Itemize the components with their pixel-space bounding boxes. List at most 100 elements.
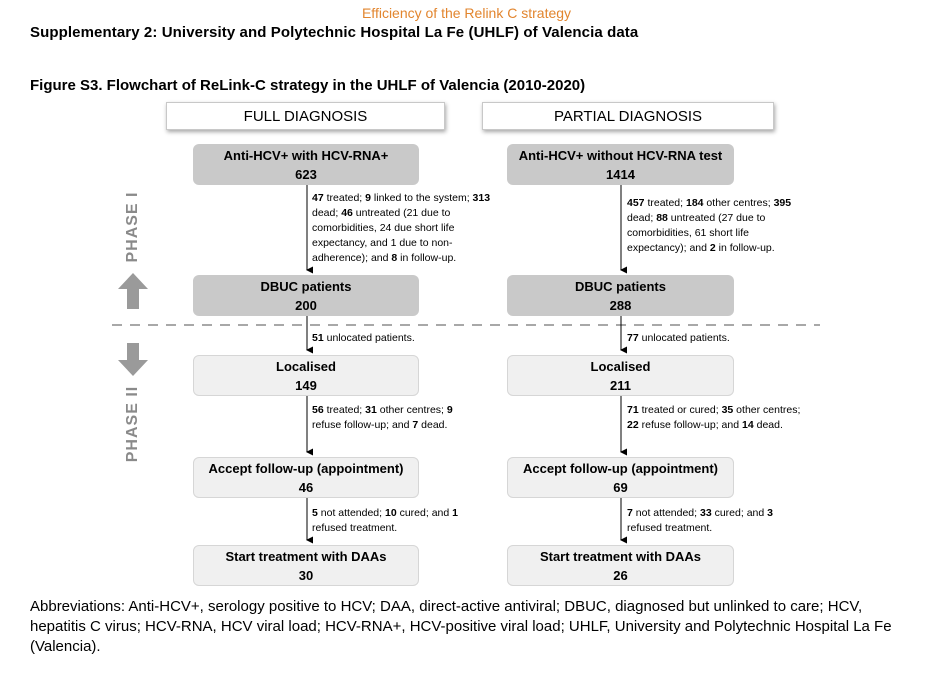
- partial-anti-hcv-node: Anti-HCV+ without HCV-RNA test 1414: [507, 144, 734, 185]
- note-text: unlocated patients.: [638, 332, 730, 344]
- note-count: 5: [312, 507, 318, 519]
- figure-title: Figure S3. Flowchart of ReLink-C strateg…: [30, 77, 586, 94]
- node-label: DBUC patients: [574, 278, 666, 294]
- note-text: refused treatment.: [312, 522, 398, 534]
- node-value: 26: [613, 567, 628, 583]
- node-value: 149: [295, 377, 317, 393]
- note-text: dead;: [627, 212, 657, 224]
- full-diagnosis-header: FULL DIAGNOSIS: [166, 102, 445, 130]
- node-label: Localised: [276, 358, 336, 374]
- note-text: cured; and: [396, 507, 453, 519]
- partial-start-treatment-node: Start treatment with DAAs 26: [507, 545, 734, 586]
- note-count: 184: [685, 197, 704, 209]
- full-anti-hcv-node: Anti-HCV+ with HCV-RNA+ 623: [193, 144, 419, 185]
- note-count: 3: [767, 507, 773, 519]
- node-label: Start treatment with DAAs: [539, 548, 702, 564]
- note-count: 313: [472, 192, 491, 204]
- node-value: 30: [298, 567, 314, 583]
- note-text: treated;: [323, 404, 366, 416]
- note-count: 10: [384, 507, 397, 519]
- node-label: Accept follow-up (appointment): [523, 460, 718, 476]
- note-count: 56: [312, 404, 324, 416]
- note-count: 33: [699, 507, 712, 519]
- note-count: 2: [709, 242, 716, 254]
- note-count: 71: [627, 404, 639, 416]
- full-note-3: 56 treated; 31 other centres; 9 refuse f…: [312, 403, 477, 433]
- note-text: not attended;: [632, 507, 700, 519]
- note-count: 35: [721, 404, 734, 416]
- node-label: Localised: [590, 358, 651, 374]
- note-text: untreated (21 due to comorbidities, 24 d…: [312, 207, 455, 264]
- note-count: 47: [312, 192, 324, 204]
- note-text: cured; and: [711, 507, 768, 519]
- note-text: not attended;: [317, 507, 385, 519]
- partial-note-2: 77 unlocated patients.: [627, 331, 797, 346]
- full-accept-followup-node: Accept follow-up (appointment) 46: [193, 457, 419, 498]
- note-text: dead.: [418, 419, 448, 431]
- full-start-treatment-node: Start treatment with DAAs 30: [193, 545, 419, 586]
- partial-accept-followup-node: Accept follow-up (appointment) 69: [507, 457, 734, 498]
- full-localised-node: Localised 149: [193, 355, 419, 396]
- node-label: DBUC patients: [260, 278, 352, 294]
- note-text: in follow-up.: [397, 252, 457, 264]
- note-text: other centres;: [376, 404, 447, 416]
- note-text: dead;: [312, 207, 342, 219]
- note-text: linked to the system;: [370, 192, 473, 204]
- phase-2-label: PHASE II: [124, 385, 141, 463]
- full-note-2: 51 unlocated patients.: [312, 331, 497, 346]
- node-label: Anti-HCV+ without HCV-RNA test: [518, 147, 723, 163]
- note-count: 31: [365, 404, 377, 416]
- node-value: 1414: [606, 166, 635, 182]
- note-count: 22: [627, 419, 639, 431]
- note-text: treated;: [644, 197, 686, 209]
- note-count: 7: [412, 419, 419, 431]
- note-count: 1: [452, 507, 458, 519]
- note-text: refused treatment.: [627, 522, 713, 534]
- note-text: unlocated patients.: [323, 332, 415, 344]
- note-text: other centres;: [733, 404, 801, 416]
- note-text: other centres;: [703, 197, 774, 209]
- phase-up-arrow-icon: [118, 273, 148, 309]
- partial-note-3: 71 treated or cured; 35 other centres; 2…: [627, 403, 802, 433]
- note-count: 88: [656, 212, 668, 224]
- node-value: 200: [295, 297, 317, 313]
- note-count: 46: [341, 207, 353, 219]
- partial-localised-node: Localised 211: [507, 355, 734, 396]
- node-value: 69: [613, 479, 628, 495]
- note-count: 8: [391, 252, 398, 264]
- note-count: 395: [773, 197, 792, 209]
- node-value: 46: [298, 479, 314, 495]
- node-value: 211: [610, 377, 631, 393]
- note-count: 9: [365, 192, 371, 204]
- partial-note-1: 457 treated; 184 other centres; 395 dead…: [627, 196, 797, 256]
- note-count: 9: [446, 404, 453, 416]
- phase-down-arrow-icon: [118, 343, 148, 376]
- abbreviations-footnote: Abbreviations: Anti-HCV+, serology posit…: [30, 598, 892, 655]
- node-label: Start treatment with DAAs: [225, 548, 387, 564]
- partial-note-4: 7 not attended; 33 cured; and 3 refused …: [627, 506, 792, 536]
- partial-dbuc-node: DBUC patients 288: [507, 275, 734, 316]
- full-dbuc-node: DBUC patients 200: [193, 275, 419, 316]
- node-value: 623: [295, 166, 317, 182]
- running-header: Efficiency of the Relink C strategy: [361, 5, 572, 21]
- note-text: refuse follow-up; and: [312, 419, 413, 431]
- note-count: 457: [627, 197, 645, 209]
- note-count: 51: [312, 332, 324, 344]
- partial-diagnosis-header: PARTIAL DIAGNOSIS: [482, 102, 774, 130]
- phase-1-label: PHASE I: [124, 191, 141, 263]
- full-note-4: 5 not attended; 10 cured; and 1 refused …: [312, 506, 477, 536]
- note-text: untreated (27 due to comorbidities, 61 s…: [627, 212, 766, 254]
- note-text: treated;: [323, 192, 366, 204]
- node-value: 288: [609, 297, 632, 313]
- full-note-1: 47 treated; 9 linked to the system; 313 …: [312, 191, 497, 266]
- note-text: refuse follow-up; and: [638, 419, 742, 431]
- note-count: 7: [627, 507, 633, 519]
- node-label: Accept follow-up (appointment): [208, 460, 404, 476]
- note-text: dead.: [753, 419, 783, 431]
- note-count: 77: [627, 332, 639, 344]
- note-text: in follow-up.: [715, 242, 775, 254]
- note-text: treated or cured;: [638, 404, 722, 416]
- node-label: Anti-HCV+ with HCV-RNA+: [223, 147, 389, 163]
- note-count: 14: [742, 419, 754, 431]
